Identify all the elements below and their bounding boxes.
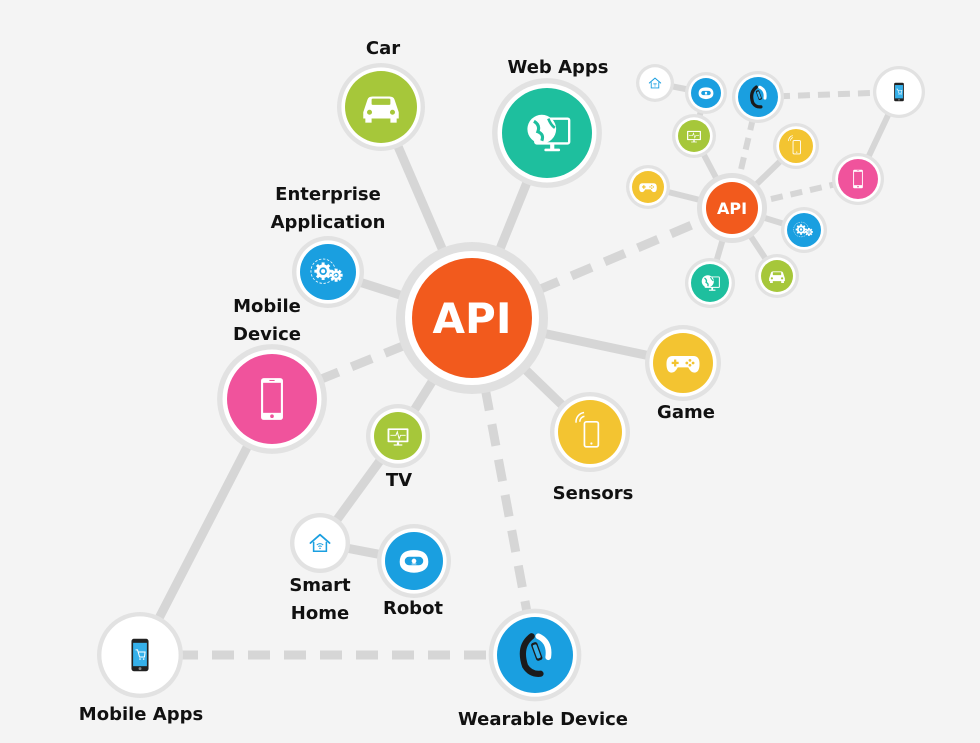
phone-cart-icon (131, 638, 149, 672)
wearable-device-node[interactable] (488, 608, 582, 702)
robot-icon (698, 87, 714, 100)
mini-phone-node[interactable] (832, 153, 884, 205)
mini-wearable-node[interactable] (732, 71, 784, 123)
phone-cart-icon (894, 82, 904, 102)
mini-tv-node[interactable] (672, 114, 716, 158)
sensors-label: Sensors (553, 483, 634, 504)
game-label: Game (657, 402, 715, 423)
car-icon (769, 271, 785, 283)
mini-robot-node[interactable] (685, 72, 727, 114)
globe-monitor-icon (527, 114, 571, 152)
mini-game-node[interactable] (626, 165, 670, 209)
mini-sensor-node-disc (779, 129, 813, 163)
mobile-apps-label: Mobile Apps (79, 704, 203, 725)
mini-gears-node[interactable] (781, 207, 827, 253)
enterprise-application-label: Application (271, 212, 386, 233)
mobile-apps-node[interactable] (97, 612, 183, 698)
mini-sensor-node[interactable] (773, 123, 819, 169)
smart-home-node[interactable] (290, 513, 350, 573)
car-label: Car (366, 38, 400, 59)
wristband-icon (519, 633, 552, 677)
robot-icon (399, 550, 429, 573)
tv-monitor-icon (687, 130, 701, 143)
mini-home-node[interactable] (636, 64, 674, 102)
tv-node[interactable] (366, 404, 430, 468)
car-icon (363, 96, 399, 123)
gamepad-icon (639, 183, 657, 193)
mini-web-node[interactable] (685, 258, 735, 308)
robot-label: Robot (383, 598, 443, 619)
sensors-node[interactable] (550, 392, 630, 472)
enterprise-application-label: Enterprise (275, 184, 381, 205)
smart-home-label: Home (291, 603, 349, 624)
mini-api-hub[interactable]: API (697, 173, 767, 243)
smart-home-icon (648, 77, 662, 89)
mini-mobile-app-node[interactable] (873, 66, 925, 118)
sensor-phone-icon (575, 411, 600, 448)
wristband-icon (750, 85, 767, 109)
api-hub-label: API (433, 294, 512, 343)
gamepad-icon (666, 356, 700, 373)
tv-label: TV (386, 470, 412, 491)
globe-monitor-icon (701, 275, 720, 291)
gears-icon (310, 258, 343, 284)
web-apps-node[interactable] (492, 78, 602, 188)
sensor-phone-icon (788, 135, 801, 155)
mini-home-node-disc (642, 70, 668, 96)
mobile-device-node[interactable] (217, 344, 327, 454)
robot-node[interactable] (377, 524, 451, 598)
mini-api-hub-label: API (717, 199, 747, 218)
smartphone-icon (853, 169, 863, 189)
mini-car-node[interactable] (755, 254, 799, 298)
smartphone-icon (261, 378, 283, 420)
smart-home-icon (309, 533, 331, 553)
gears-icon (793, 221, 813, 238)
web-apps-label: Web Apps (508, 57, 609, 78)
sensors-node-disc (558, 400, 622, 464)
enterprise-application-node[interactable] (292, 236, 364, 308)
smart-home-node-disc (298, 521, 342, 565)
wearable-device-label: Wearable Device (458, 709, 628, 730)
mobile-device-label: Mobile (233, 296, 301, 317)
car-node[interactable] (337, 63, 425, 151)
tv-monitor-icon (387, 428, 409, 446)
mobile-device-label: Device (233, 324, 301, 345)
api-hub[interactable]: API (396, 242, 548, 394)
smart-home-label: Smart (289, 575, 351, 596)
game-node[interactable] (645, 325, 721, 401)
